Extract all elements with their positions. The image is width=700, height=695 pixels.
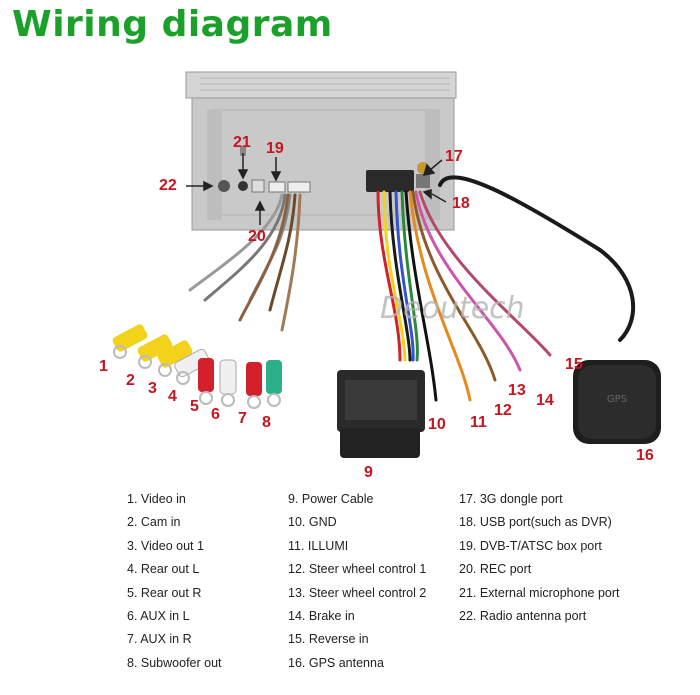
callout-6: 6 <box>211 406 220 423</box>
legend-item: 7. AUX in R <box>127 632 192 647</box>
legend-item: 10. GND <box>288 515 337 530</box>
callout-7: 7 <box>238 410 247 427</box>
legend-item: 11. ILLUMI <box>288 538 349 553</box>
wiring-diagram-illustration: GPS Deoutech <box>112 71 661 458</box>
callout-1: 1 <box>99 358 108 375</box>
callout-10: 10 <box>428 416 446 433</box>
callout-16: 16 <box>636 447 654 464</box>
callout-18: 18 <box>452 195 470 212</box>
callout-20: 20 <box>248 228 266 245</box>
legend-item: 6. AUX in L <box>127 609 190 624</box>
callout-2: 2 <box>126 372 135 389</box>
callout-12: 12 <box>494 402 512 419</box>
rca-connectors <box>112 324 282 409</box>
callout-14: 14 <box>536 392 554 409</box>
legend-item: 19. DVB-T/ATSC box port <box>459 538 602 553</box>
gps-antenna: GPS <box>573 360 661 444</box>
legend-item: 21. External microphone port <box>459 585 620 600</box>
callout-9: 9 <box>364 464 373 481</box>
callout-15: 15 <box>565 356 583 373</box>
head-unit-rear <box>185 71 457 231</box>
callout-11: 11 <box>470 414 487 431</box>
power-harness <box>376 175 635 402</box>
callout-13: 13 <box>508 382 526 399</box>
legend-item: 14. Brake in <box>288 609 355 624</box>
legend-item: 13. Steer wheel control 2 <box>288 585 427 600</box>
av-harness <box>188 193 302 332</box>
power-connector <box>337 370 425 458</box>
legend-item: 4. Rear out L <box>127 562 200 577</box>
svg-text:GPS: GPS <box>607 394 627 405</box>
callout-21: 21 <box>233 134 251 151</box>
callout-3: 3 <box>148 380 157 397</box>
legend-item: 8. Subwoofer out <box>127 655 222 670</box>
callout-8: 8 <box>262 414 271 431</box>
callout-17: 17 <box>445 148 463 165</box>
legend-item: 1. Video in <box>127 492 186 506</box>
callout-arrows <box>186 153 447 225</box>
callout-5: 5 <box>190 398 199 415</box>
legend-item: 16. GPS antenna <box>288 655 384 670</box>
legend-item: 12. Steer wheel control 1 <box>288 562 427 577</box>
legend-item: 20. REC port <box>459 562 532 577</box>
legend-item: 22. Radio antenna port <box>459 609 587 624</box>
watermark-text: Deoutech <box>380 291 525 326</box>
legend-item: 15. Reverse in <box>288 632 369 647</box>
callout-19: 19 <box>266 140 284 157</box>
callout-22: 22 <box>159 177 177 194</box>
legend-column-2: 9. Power Cable 10. GND 11. ILLUMI 12. St… <box>288 488 426 675</box>
legend-item: 17. 3G dongle port <box>459 492 563 506</box>
legend-item: 18. USB port(such as DVR) <box>459 515 612 530</box>
legend-column-3: 17. 3G dongle port 18. USB port(such as … <box>459 488 620 628</box>
legend-column-1: 1. Video in 2. Cam in 3. Video out 1 4. … <box>127 488 222 675</box>
legend-item: 5. Rear out R <box>127 585 202 600</box>
legend-item: 9. Power Cable <box>288 492 374 506</box>
page-title: Wiring diagram <box>12 4 333 45</box>
legend-item: 2. Cam in <box>127 515 181 530</box>
legend-item: 3. Video out 1 <box>127 538 204 553</box>
callout-4: 4 <box>168 388 177 405</box>
